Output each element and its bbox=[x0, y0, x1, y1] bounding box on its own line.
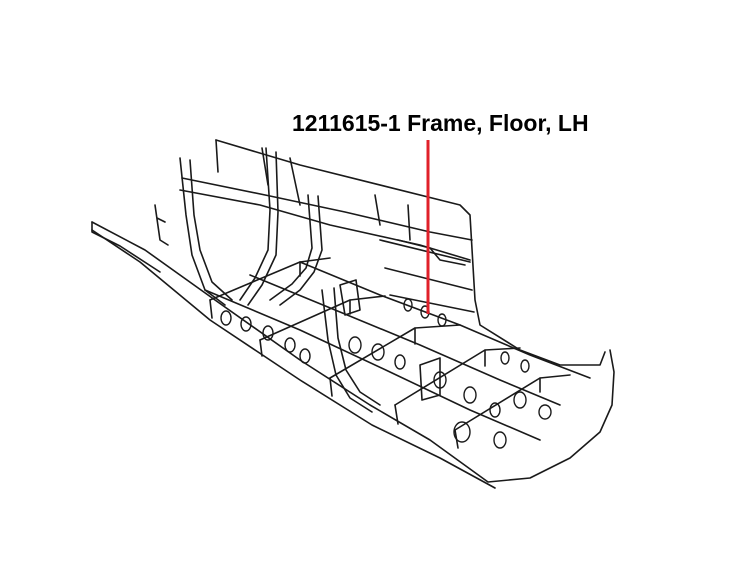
upper-longeron bbox=[179, 189, 471, 261]
frame-forward-inner bbox=[189, 159, 233, 301]
upper-longeron-2 bbox=[181, 177, 473, 241]
left-skin-edge bbox=[91, 221, 161, 273]
belly-skin-inner-line bbox=[91, 229, 496, 489]
lightening-holes bbox=[220, 298, 552, 449]
part-callout-label: 1211615-1 Frame, Floor, LH bbox=[292, 110, 589, 136]
floor-beam-transverse-1 bbox=[209, 257, 331, 301]
frame-aft-inner bbox=[279, 195, 323, 306]
frame-mid-inner bbox=[247, 151, 279, 306]
belly-skin-outline bbox=[91, 221, 615, 483]
right-side-wall bbox=[215, 139, 606, 366]
frame-foreground-inner bbox=[333, 287, 381, 406]
floor-beam-longitudinal-center bbox=[249, 274, 561, 406]
floor-beam-longitudinal-left bbox=[204, 289, 541, 441]
brackets-and-stiffeners bbox=[154, 194, 466, 401]
frame-mid bbox=[239, 147, 271, 301]
frame-forward bbox=[179, 157, 226, 306]
sidewall-top-edge bbox=[215, 139, 301, 206]
floor-beam-transverse-2 bbox=[259, 295, 386, 341]
